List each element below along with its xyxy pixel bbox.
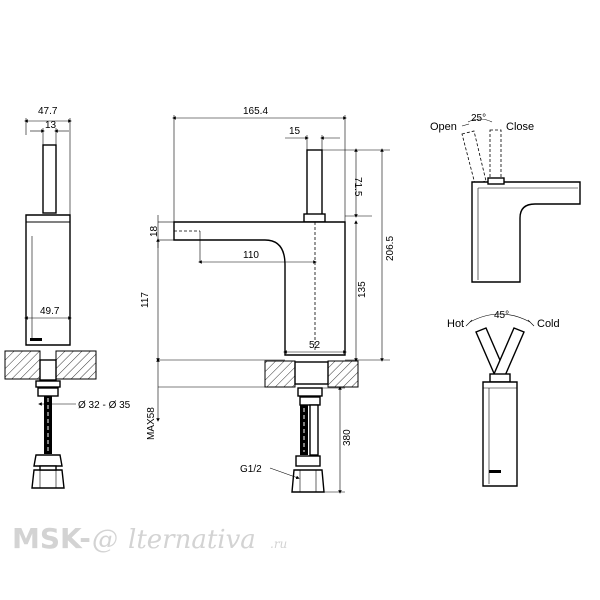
dim-mount-hole: Ø 32 - Ø 35: [78, 400, 131, 411]
label-cold: Cold: [537, 318, 560, 330]
label-open: Open: [430, 121, 457, 133]
dim-spout-height: 117: [140, 292, 151, 308]
watermark-right: lternativa: [128, 525, 256, 555]
watermark: MSK- @ lternativa .ru: [12, 522, 287, 555]
label-close: Close: [506, 121, 534, 133]
handle-open-position: [461, 130, 487, 185]
label-hot: Hot: [447, 318, 464, 330]
dim-base-depth: 49.7: [40, 306, 60, 317]
dim-base-width: 52: [309, 340, 321, 351]
front-spout-body: [173, 221, 346, 356]
hotcold-body: [482, 381, 518, 487]
dim-open-angle: 25°: [471, 113, 486, 124]
openclose-body: [471, 181, 581, 283]
dim-body-height: 135: [357, 281, 368, 298]
handle-cold-position: [493, 327, 525, 379]
watermark-suffix: .ru: [270, 537, 287, 551]
dim-thread: G1/2: [240, 464, 262, 475]
side-view: 47.7 13 49.7 Ø 32 - Ø 35: [4, 106, 131, 489]
side-handle: [42, 144, 57, 214]
handle-closed-position: [489, 129, 502, 181]
dim-handle-height: 71.5: [352, 177, 363, 197]
dim-spout-thickness: 18: [149, 225, 160, 237]
dim-total-length: 165.4: [243, 106, 268, 117]
dim-handle-width-side: 13: [45, 120, 57, 131]
dim-max-deck: MAX58: [146, 407, 157, 440]
side-body: [25, 214, 71, 346]
watermark-at: @: [92, 525, 118, 555]
dim-temp-angle: 45°: [494, 310, 509, 321]
dim-hose-length: 380: [342, 429, 353, 446]
dim-spout-reach: 110: [243, 250, 259, 261]
dim-handle-width-front: 15: [289, 126, 301, 137]
dim-total-depth: 47.7: [38, 106, 58, 117]
watermark-left: MSK-: [12, 522, 91, 555]
dim-total-height: 206.5: [385, 236, 396, 261]
front-view: 165.4 15 18 110 117 71.5: [140, 106, 396, 494]
open-close-view: Open Close 25°: [430, 113, 581, 283]
hot-cold-view: Hot Cold 45°: [447, 310, 560, 487]
front-handle: [306, 149, 323, 217]
